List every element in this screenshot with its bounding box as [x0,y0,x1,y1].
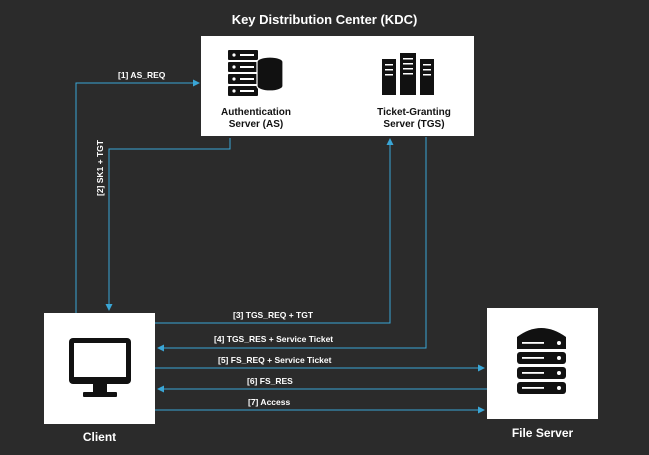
as-label-line1: Authentication [221,107,291,118]
monitor-icon [69,338,131,397]
server-stack-icon [517,328,566,394]
server-rack-icon [382,53,434,95]
tgs-label-line1: Ticket-Granting [377,107,451,118]
message-label-3: [3] TGS_REQ + TGT [233,310,314,320]
tgs-label-line2: Server (TGS) [383,119,445,130]
diagram-title: Key Distribution Center (KDC) [231,12,418,27]
flow-1-as-req [75,79,200,313]
database-server-icon [228,50,284,96]
message-label-4: [4] TGS_RES + Service Ticket [214,334,334,344]
flow-2-sk1-tgt [105,138,231,311]
message-label-6: [6] FS_RES [247,376,293,386]
as-label: Authentication Server (AS) [210,107,302,131]
tgs-label: Ticket-Granting Server (TGS) [368,107,460,131]
file-server-label: File Server [511,426,574,440]
message-label-2: [2] SK1 + TGT [95,140,105,196]
as-label-line2: Server (AS) [228,119,284,130]
client-label: Client [82,430,117,444]
message-label-5: [5] FS_REQ + Service Ticket [218,355,332,365]
message-label-7: [7] Access [248,397,291,407]
message-label-1: [1] AS_REQ [118,70,166,80]
flow-3-tgs-req [155,138,394,324]
flow-4-tgs-res [157,137,427,352]
